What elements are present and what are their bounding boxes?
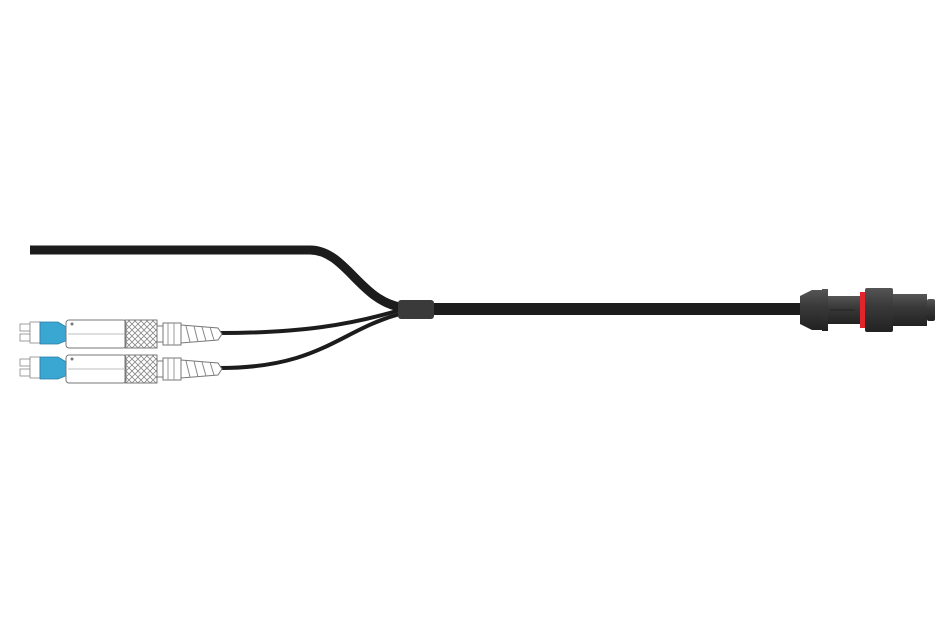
lc-duplex-connector-2 — [19, 354, 223, 384]
fiber-lead-lower — [219, 312, 401, 370]
bare-cable — [30, 245, 402, 312]
circular-connector — [800, 288, 935, 332]
lc-duplex-connector — [19, 319, 223, 349]
main-cable — [430, 303, 802, 315]
fiber-lead-upper — [219, 308, 401, 335]
seal-ring — [860, 292, 865, 328]
splice-sleeve — [398, 300, 434, 319]
